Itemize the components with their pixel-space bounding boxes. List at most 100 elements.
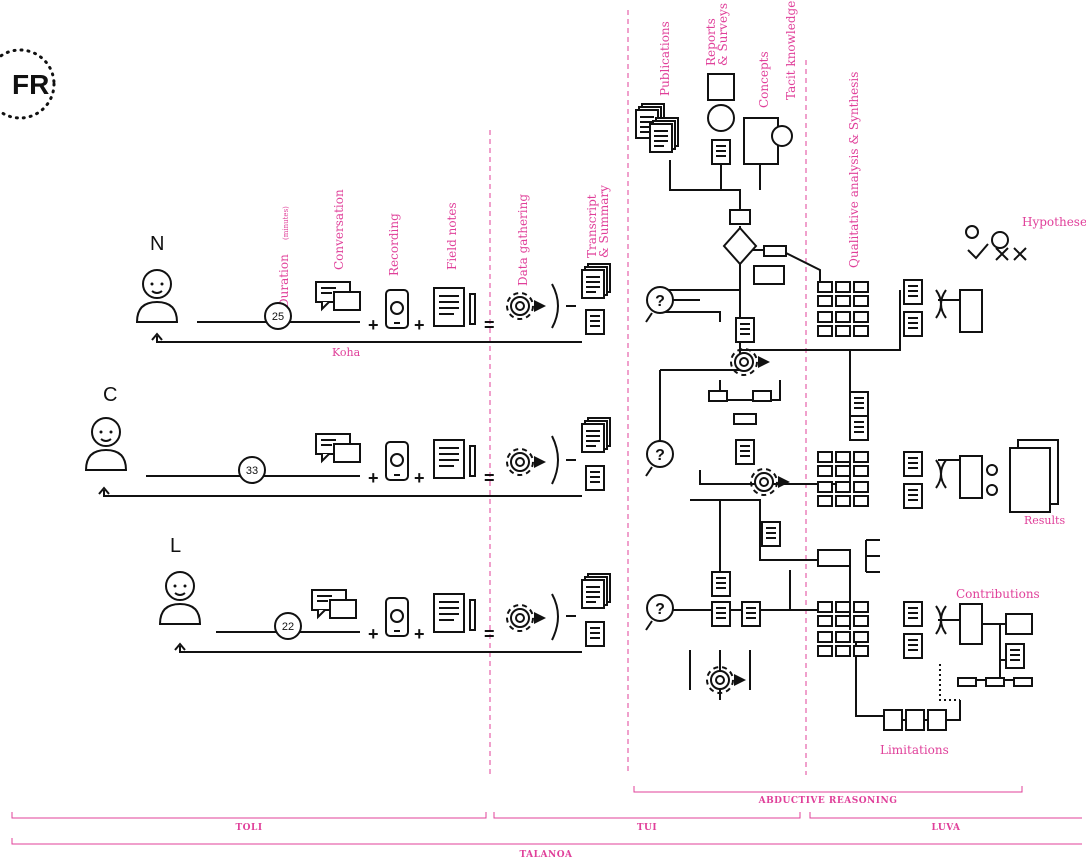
svg-text:FR: FR (12, 69, 49, 100)
participant-letter: L (170, 535, 181, 557)
conversation-icon (315, 433, 361, 463)
conversation-icon (315, 281, 361, 311)
central-gear-icon (750, 468, 791, 496)
label-surveys: & Surveys (716, 3, 730, 66)
svg-text:=: = (484, 468, 495, 488)
folder-icon (1005, 613, 1033, 635)
bracket-luva (809, 812, 1082, 819)
document-icon (903, 279, 923, 305)
phase-toli: TOLI (235, 823, 262, 833)
analysis-grid-icon (817, 601, 869, 627)
summary-icon (585, 465, 605, 491)
label-koha: Koha (332, 346, 361, 359)
analysis-grid-icon (817, 311, 869, 337)
transcript-icon (581, 417, 611, 453)
document-icon (735, 317, 755, 343)
field-notes-icon (433, 593, 476, 633)
person-icon (136, 269, 178, 323)
document-icon (903, 601, 923, 627)
document-icon (1005, 643, 1025, 669)
label-limitations: Limitations (880, 743, 949, 757)
contributions-doc-icon (959, 603, 983, 645)
analysis-grid-icon (817, 631, 869, 657)
bracket-talanoa (11, 838, 1082, 845)
transcript-icon (581, 263, 611, 299)
label-transcript: Transcript (585, 194, 599, 258)
bracket-toli (11, 812, 487, 819)
row-participant-n: N 25 + + = (136, 233, 611, 343)
label-qualitative-analysis: Qualitative analysis & Synthesis (847, 72, 861, 268)
field-notes-icon (433, 439, 476, 479)
document-icon (903, 311, 923, 337)
svg-text:+: + (414, 468, 425, 488)
outcome-matrix-icon (959, 455, 983, 499)
transcript-icon (581, 573, 611, 609)
label-data-gathering: Data gathering (516, 194, 530, 286)
summary-icon (585, 309, 605, 335)
data-gathering-gear-icon (506, 604, 547, 632)
label-contributions: Contributions (956, 587, 1040, 601)
question-magnifier-icon (645, 286, 674, 323)
label-summary: & Summary (597, 185, 611, 258)
duration-value: 22 (282, 621, 294, 633)
analysis-grid-icon (817, 481, 869, 507)
svg-text:+: + (368, 468, 379, 488)
bracket-tui (493, 812, 801, 819)
limitation-icon (883, 709, 903, 731)
svg-text:=: = (484, 315, 495, 335)
decision-diamond-icon (722, 226, 758, 266)
document-icon (903, 451, 923, 477)
timer-icon (238, 456, 266, 484)
publications-icon (649, 117, 679, 153)
document-icon (735, 439, 755, 465)
data-gathering-gear-icon (506, 448, 547, 476)
reports-doc-icon (711, 139, 731, 165)
summary-icon (585, 621, 605, 647)
svg-text:+: + (414, 624, 425, 644)
abductive-network (635, 73, 1059, 731)
document-icon (711, 571, 731, 597)
recording-icon (385, 289, 409, 329)
label-publications: Publications (658, 21, 672, 96)
svg-text:=: = (484, 624, 495, 644)
timer-icon (264, 302, 292, 330)
question-magnifier-icon (645, 440, 674, 477)
phase-abductive: ABDUCTIVE REASONING (758, 796, 898, 806)
label-recording: Recording (387, 213, 401, 276)
row-participant-l: L 22 + + = (159, 535, 611, 653)
document-icon (849, 391, 869, 417)
question-magnifier-icon (645, 594, 674, 631)
participant-letter: C (103, 384, 117, 406)
label-duration-unit: (minutes) (282, 206, 290, 240)
document-icon (741, 601, 761, 627)
document-icon (711, 601, 731, 627)
svg-text:+: + (368, 315, 379, 335)
tacit-knowledge-icon (771, 125, 793, 147)
limitation-icon (927, 709, 947, 731)
recording-icon (385, 441, 409, 481)
phase-tui: TUI (637, 823, 657, 833)
limitation-icon (905, 709, 925, 731)
duration-value: 25 (272, 311, 284, 323)
label-reports: Reports (704, 18, 718, 66)
person-icon (159, 571, 201, 625)
phase-talanoa: TALANOA (519, 850, 573, 860)
svg-text:+: + (368, 624, 379, 644)
central-gear-icon (706, 666, 747, 694)
label-results: Results (1024, 514, 1065, 527)
document-icon (903, 633, 923, 659)
label-hypotheses: Hypotheses (1022, 215, 1086, 229)
document-icon (903, 483, 923, 509)
logo: FR (0, 48, 56, 120)
label-conversation: Conversation (332, 189, 346, 270)
label-tacit-knowledge: Tacit knowledge (784, 1, 798, 100)
analysis-grid-icon (817, 281, 869, 307)
timer-icon (274, 612, 302, 640)
recording-icon (385, 597, 409, 637)
central-gear-icon (730, 348, 771, 376)
field-notes-icon (433, 287, 476, 327)
participant-letter: N (150, 233, 164, 255)
document-icon (849, 415, 869, 441)
duration-value: 33 (246, 465, 258, 477)
